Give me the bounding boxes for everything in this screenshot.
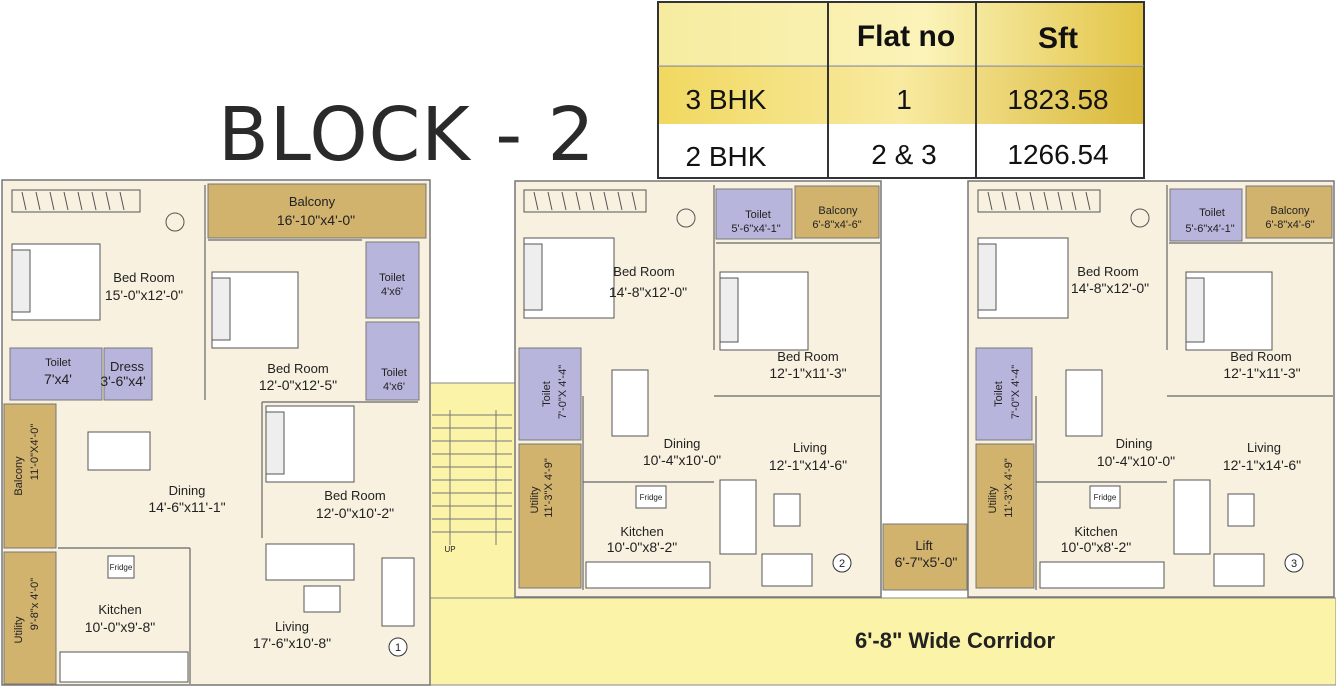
room-label: Toilet [745,209,771,221]
room-label: Dining [169,483,206,498]
room-label: Toilet [541,381,553,407]
room-label: Dining [664,436,701,451]
room-dimension: 10'-0"x8'-2" [607,539,678,555]
room-dimension: 10'-4"x10'-0" [643,452,721,468]
room-dimension: 12'-0"x10'-2" [316,505,394,521]
fridge-label: Fridge [1094,493,1117,502]
room-label: Toilet [381,367,407,379]
flat-number: 1 [395,642,401,654]
room-dimension: 11'-3"X 4'-9" [1003,458,1015,518]
flat-number-badge [388,637,408,657]
room-label: Utility [529,486,541,513]
room-label: Bed Room [777,349,838,364]
room-label: Bed Room [267,361,328,376]
room-dimension: 9'-8"x 4'-0" [29,578,41,630]
room-dimension: 7'-0"X 4'-4" [1010,365,1022,419]
room-label: Living [275,619,309,634]
room-label: Toilet [993,381,1005,407]
flat-number: 2 [839,558,845,570]
room-label: Balcony [818,205,858,217]
room-label: Utility [987,486,999,513]
room-dimension: 10'-0"x8'-2" [1061,539,1132,555]
flat-number-badge [832,553,852,573]
room-label: Dining [1116,436,1153,451]
room-dimension: 16'-10"x4'-0" [277,212,355,228]
flat-number: 3 [1291,558,1297,570]
room-dimension: 17'-6"x10'-8" [253,635,331,651]
table-cell-flat: 1 [896,84,912,115]
room-label: Bed Room [1077,264,1138,279]
area-table: Flat no Sft 3 BHK 1 1823.58 2 BHK 2 & 3 … [657,1,1145,179]
room-label: Toilet [379,272,405,284]
corridor-label: 6'-8" Wide Corridor [855,628,1055,653]
room-dimension: 11'-3"X 4'-9" [543,458,555,518]
room-label: Toilet [1199,207,1225,219]
room-dimension: 12'-1"x11'-3" [1223,365,1300,381]
lift-dimension: 6'-7"x5'-0" [895,554,958,570]
fridge-label: Fridge [110,563,133,572]
lift [882,523,968,591]
room-label: Balcony [1270,205,1310,217]
room-dimension: 12'-1"x14'-6" [769,457,847,473]
room-dimension: 11'-0"X4'-0" [29,424,41,481]
staircase: UP [429,382,516,600]
room-dimension: 14'-6"x11'-1" [148,499,225,515]
table-header-flat-no: Flat no [857,20,955,53]
flat-2: Toilet 5'-6"x4'-1" Balcony 6'-8"x4'-6" B… [514,180,882,598]
room-dimension: 4'x6' [381,286,403,298]
flat-1: Balcony 16'-10"x4'-0" Bed Room 15'-0"x12… [1,179,431,686]
room-dimension: 7'-0"X 4'-4" [557,365,569,419]
room-label: Living [793,440,827,455]
room-dimension: 12'-1"x14'-6" [1223,457,1301,473]
room-dimension: 4'x6' [383,381,405,393]
room-label: Kitchen [1074,524,1117,539]
table-header-sft: Sft [1038,22,1078,55]
corridor [429,597,1336,686]
room-dimension: 10'-4"x10'-0" [1097,453,1175,469]
lift-label: Lift [915,538,933,553]
block-title: BLOCK - 2 [218,92,596,178]
room-dimension: 14'-8"x12'-0" [1071,280,1149,296]
room-dimension: 14'-8"x12'-0" [609,284,687,300]
room-label: Bed Room [1230,349,1291,364]
room-dimension: 7'x4' [44,371,72,387]
room-dimension: 5'-6"x4'-1" [1185,223,1234,235]
flat-3: Toilet 5'-6"x4'-1" Balcony 6'-8"x4'-6" B… [967,180,1335,598]
room-dimension: 6'-8"x4'-6" [812,219,861,231]
room-dimension: 12'-0"x12'-5" [259,377,337,393]
room-label: Kitchen [98,602,141,617]
room-label: Utility [13,616,25,643]
room-dimension: 15'-0"x12'-0" [105,287,183,303]
room-dimension: 3'-6"x4' [100,373,145,389]
room-label: Balcony [13,456,25,496]
table-cell-type: 2 BHK [686,141,767,172]
room-dimension: 6'-8"x4'-6" [1265,219,1314,231]
table-cell-sft: 1266.54 [1007,139,1108,170]
room-label: Kitchen [620,524,663,539]
room-dimension: 5'-6"x4'-1" [731,223,780,235]
table-cell-sft: 1823.58 [1007,84,1108,115]
table-cell-type: 3 BHK [686,84,767,115]
fridge-label: Fridge [640,493,663,502]
room-label: Living [1247,440,1281,455]
stair-up-label: UP [444,545,455,554]
room-label: Balcony [289,194,336,209]
room-dimension: 10'-0"x9'-8" [85,619,156,635]
room-label: Toilet [45,357,71,369]
room-label: Bed Room [324,488,385,503]
room-label: Dress [110,359,144,374]
flat-number-badge [1284,553,1304,573]
table-cell-flat: 2 & 3 [871,139,936,170]
room-dimension: 12'-1"x11'-3" [769,365,846,381]
room-label: Bed Room [613,264,674,279]
room-label: Bed Room [113,270,174,285]
